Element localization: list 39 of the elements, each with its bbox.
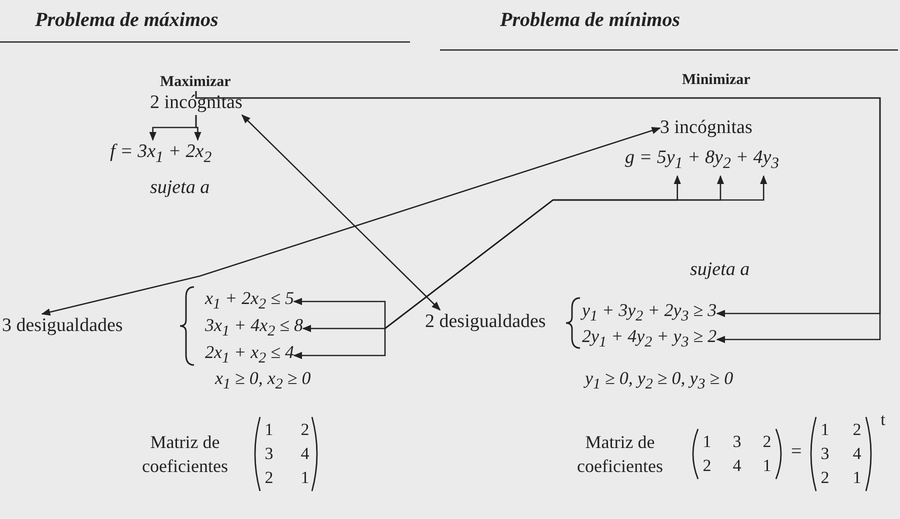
count-label: 3 desigualdades (2, 314, 123, 338)
matrix-entry: 4 (852, 443, 862, 465)
equals-sign: = (791, 440, 802, 464)
matrix-entry: 1 (820, 419, 830, 441)
matrix-caption: Matriz de coeficientes (141, 431, 229, 478)
constraint-caption: sujeta a (150, 176, 210, 200)
objective-heading: Maximizar (160, 73, 231, 92)
matrix-entry: 2 (702, 455, 712, 477)
arrow (241, 114, 441, 311)
matrix-entry: 2 (820, 467, 830, 489)
sign-condition: y$_{1}$ ≥ 0, y$_{2}$ ≥ 0, y$_{3}$ ≥ 0 (585, 367, 734, 395)
matrix-entry: 3 (820, 443, 830, 465)
objective-heading: Minimizar (682, 71, 750, 90)
objective-function: f = 3x$_{1}$ + 2x$_{2}$ (110, 140, 212, 170)
matrix-entry: 2 (762, 431, 772, 453)
count-label: 2 desigualdades (425, 310, 546, 334)
section-heading: Problema de máximos (35, 8, 218, 32)
matrix-entry: 2 (300, 419, 310, 441)
arrow (194, 115, 202, 141)
arrow (293, 175, 768, 360)
matrix-entry: 4 (300, 443, 310, 465)
matrix-entry: 1 (264, 419, 274, 441)
matrix-entry: 3 (264, 443, 274, 465)
constraint-caption: sujeta a (690, 258, 750, 282)
matrix-entry: 4 (732, 455, 742, 477)
matrix-entry: 3 (732, 431, 742, 453)
matrix-caption: Matriz de coeficientes (576, 431, 664, 478)
transpose-mark: t (880, 409, 886, 431)
matrix-entry: 1 (762, 455, 772, 477)
count-label: 3 incógnitas (660, 116, 752, 140)
matrix-entry: 1 (300, 467, 310, 489)
section-heading: Problema de mínimos (500, 8, 680, 32)
matrix-entry: 1 (702, 431, 712, 453)
arrow (41, 127, 661, 316)
objective-function: g = 5y$_{1}$ + 8y$_{2}$ + 4y$_{3}$ (625, 146, 780, 176)
count-label: 2 incógnitas (150, 91, 242, 115)
matrix-entry: 1 (852, 467, 862, 489)
matrix-entry: 2 (852, 419, 862, 441)
matrix-entry: 2 (264, 467, 274, 489)
